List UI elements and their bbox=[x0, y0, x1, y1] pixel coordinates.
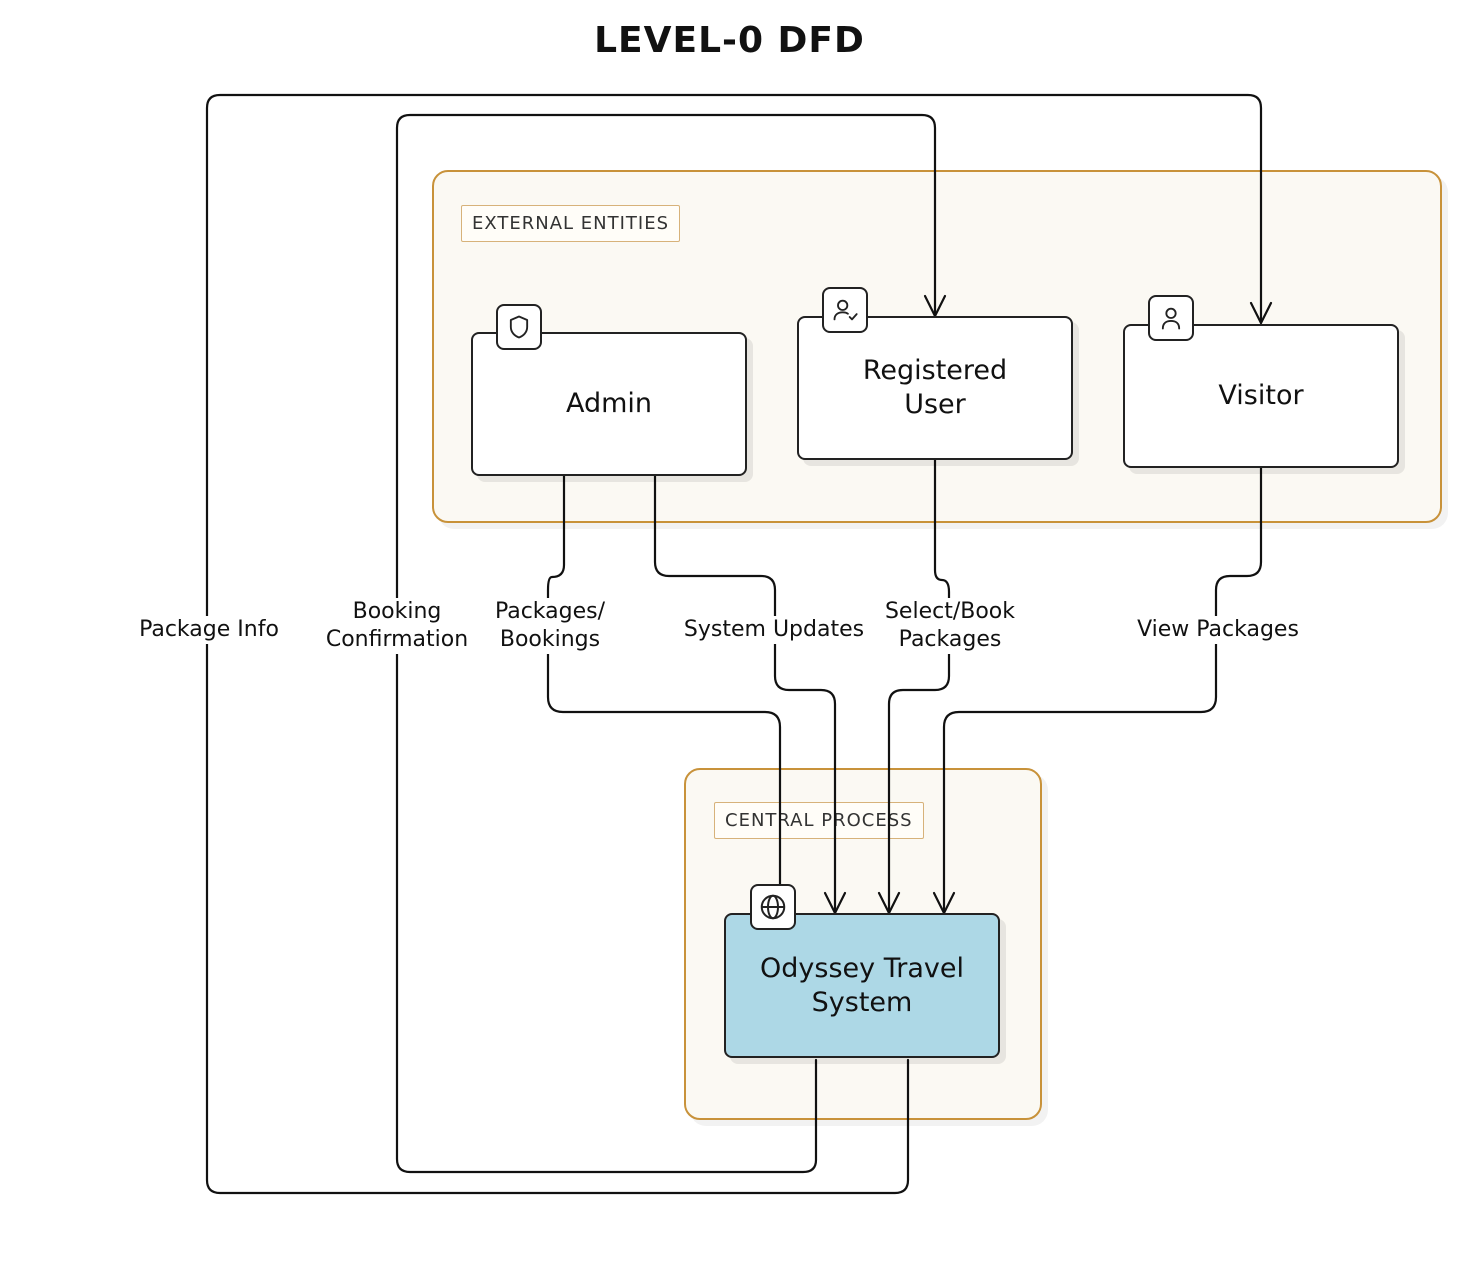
node-odyssey-travel-system: Odyssey Travel System bbox=[724, 913, 1000, 1058]
node-registered-user-label: Registered User bbox=[862, 355, 1008, 420]
edge-label-package-info: Package Info bbox=[126, 616, 292, 644]
user-check-icon bbox=[822, 287, 868, 333]
edge-label-packages-bookings: Packages/ Bookings bbox=[482, 598, 618, 654]
node-admin: Admin bbox=[471, 332, 747, 476]
flow-select-book bbox=[887, 458, 951, 915]
flow-packages-bookings bbox=[546, 474, 782, 886]
user-icon bbox=[1148, 295, 1194, 341]
globe-icon bbox=[750, 884, 796, 930]
node-visitor-label: Visitor bbox=[1218, 380, 1304, 411]
edge-label-select-book: Select/Book Packages bbox=[871, 598, 1029, 654]
flow-package-info bbox=[205, 93, 1263, 1195]
node-admin-label: Admin bbox=[565, 388, 653, 419]
node-system-label: Odyssey Travel System bbox=[760, 952, 964, 1018]
shield-icon bbox=[496, 304, 542, 350]
edge-label-system-updates: System Updates bbox=[672, 616, 876, 644]
node-visitor: Visitor bbox=[1123, 324, 1399, 468]
external-entities-label: EXTERNAL ENTITIES bbox=[461, 205, 681, 242]
edge-label-booking-confirmation: Booking Confirmation bbox=[317, 598, 477, 654]
flow-system-updates bbox=[653, 474, 837, 915]
arrowhead-visitor bbox=[1249, 301, 1273, 325]
flow-view-packages bbox=[942, 466, 1263, 915]
node-registered-user: Registered User bbox=[797, 316, 1073, 460]
diagram-title: LEVEL-0 DFD bbox=[594, 20, 865, 61]
edge-label-view-packages: View Packages bbox=[1121, 616, 1315, 644]
